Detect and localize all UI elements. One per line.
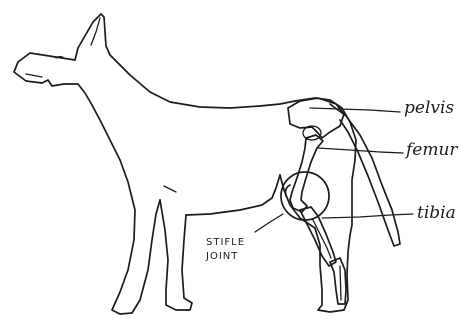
dog-back [110, 55, 295, 108]
dog-rear-front-leg [160, 200, 192, 310]
dog-chest-front-leg [112, 160, 160, 314]
dog-outline [14, 14, 400, 314]
hind-leg-skeleton [281, 98, 346, 304]
patella [286, 185, 291, 196]
stifle-leader-line [255, 214, 283, 232]
dog-belly [186, 175, 280, 215]
dog-mouth [26, 74, 42, 77]
pelvis-bone [288, 98, 344, 138]
metatarsal-line [340, 266, 341, 300]
dog-head [14, 53, 120, 160]
femur-leader-line [318, 148, 403, 153]
tibia-label: tibia [417, 205, 456, 222]
leader-lines [255, 108, 413, 232]
dog-elbow [164, 186, 176, 192]
pelvis-leader-line [310, 108, 400, 112]
pelvis-label: pelvis [404, 100, 454, 117]
femur-label: femur [406, 142, 458, 159]
stifle-label-line-2: JOINT [206, 250, 245, 264]
stifle-joint-label: STIFLE JOINT [206, 236, 245, 263]
stifle-label-line-1: STIFLE [206, 236, 245, 250]
dog-ear [75, 14, 110, 60]
tibia-leader-line [322, 214, 413, 218]
